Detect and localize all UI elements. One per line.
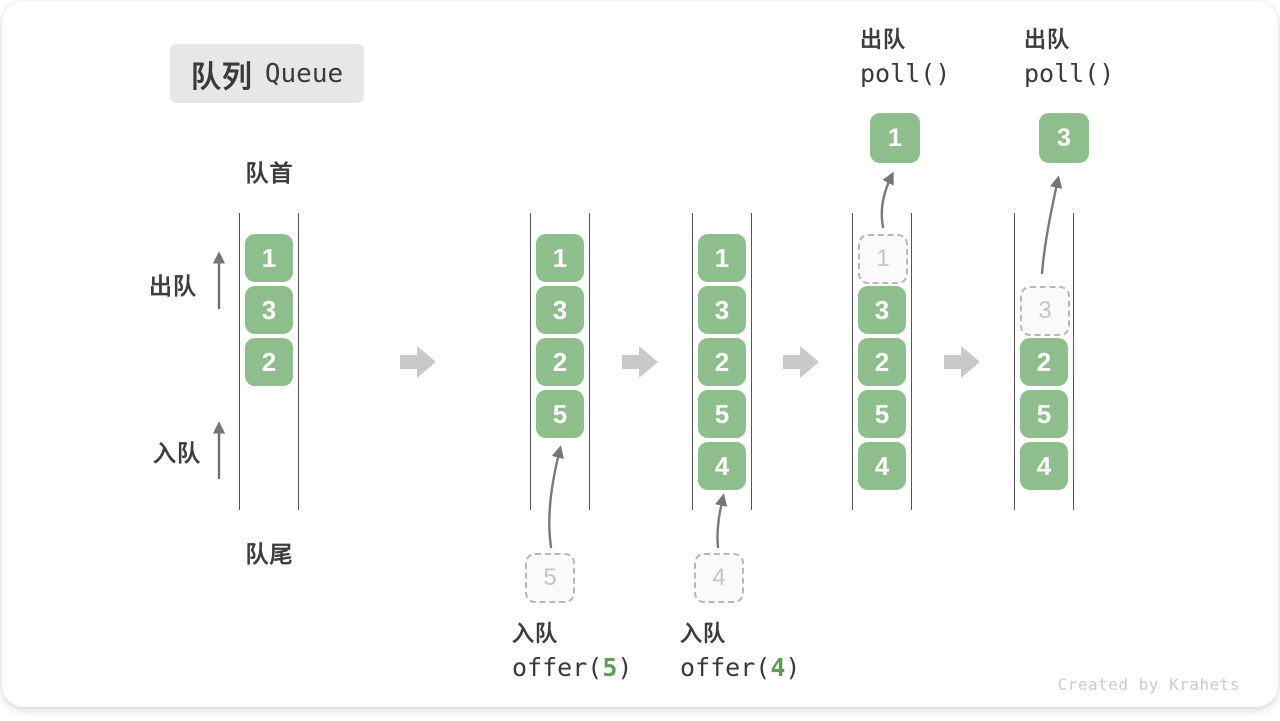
- queue-cell: 2: [536, 338, 584, 386]
- queue-cell: 3: [245, 286, 293, 334]
- incoming-ghost-cell: 4: [694, 553, 744, 603]
- title-en: Queue: [264, 58, 344, 89]
- queue-cell: 4: [858, 442, 906, 490]
- queue-cell: 2: [245, 338, 293, 386]
- queue-cell: 5: [536, 390, 584, 438]
- code-fn: poll(): [860, 59, 951, 88]
- label-queue-front: 队首: [245, 160, 294, 186]
- queue-cell: 5: [1020, 390, 1068, 438]
- title-box: 队列 Queue: [170, 44, 364, 103]
- queue-rails: [852, 213, 912, 510]
- op-poll-3-label: 出队: [1024, 27, 1071, 52]
- queue-cell-ghost: 3: [1020, 286, 1070, 336]
- op-poll-3-code: poll(): [1024, 57, 1114, 91]
- op-enqueue-4-label: 入队: [680, 621, 727, 646]
- queue-cell: 5: [698, 390, 746, 438]
- queue-rails: [239, 213, 299, 510]
- code-fn: poll(): [1024, 59, 1115, 88]
- queue-rails: [530, 213, 590, 510]
- op-enqueue-5-label: 入队: [512, 621, 559, 646]
- code-arg: 5: [602, 653, 618, 682]
- queue-cell-ghost: 1: [858, 234, 908, 284]
- op-enqueue-4-code: offer(4): [680, 651, 800, 685]
- op-enqueue-5-code: offer(5): [512, 651, 632, 685]
- code-arg: 4: [770, 653, 786, 682]
- op-poll-3: 出队 poll(): [1024, 27, 1114, 91]
- popped-cell: 3: [1039, 113, 1089, 163]
- code-fn: offer(: [512, 653, 603, 682]
- op-poll-1-code: poll(): [860, 57, 950, 91]
- label-enqueue-side: 入队: [153, 440, 201, 466]
- op-poll-1: 出队 poll(): [860, 27, 950, 91]
- queue-rails: [692, 213, 752, 510]
- code-fn: offer(: [680, 653, 771, 682]
- popped-cell: 1: [870, 113, 920, 163]
- queue-cell: 1: [245, 234, 293, 282]
- op-enqueue-5: 入队 offer(5): [512, 621, 632, 685]
- watermark: Created by Krahets: [1057, 675, 1240, 694]
- queue-cell: 1: [536, 234, 584, 282]
- queue-cell: 1: [698, 234, 746, 282]
- title-zh: 队列: [190, 60, 253, 94]
- op-enqueue-4: 入队 offer(4): [680, 621, 800, 685]
- incoming-ghost-cell: 5: [525, 553, 575, 603]
- queue-cell: 3: [858, 286, 906, 334]
- queue-cell: 2: [1020, 338, 1068, 386]
- queue-cell: 3: [698, 286, 746, 334]
- queue-rails: [1014, 213, 1074, 510]
- label-dequeue-side: 出队: [149, 273, 197, 299]
- queue-cell: 4: [698, 442, 746, 490]
- queue-cell: 2: [858, 338, 906, 386]
- queue-cell: 3: [536, 286, 584, 334]
- op-poll-1-label: 出队: [860, 27, 907, 52]
- queue-cell: 4: [1020, 442, 1068, 490]
- label-queue-rear: 队尾: [245, 541, 294, 567]
- queue-cell: 2: [698, 338, 746, 386]
- queue-cell: 5: [858, 390, 906, 438]
- code-close: ): [785, 653, 801, 682]
- code-close: ): [617, 653, 633, 682]
